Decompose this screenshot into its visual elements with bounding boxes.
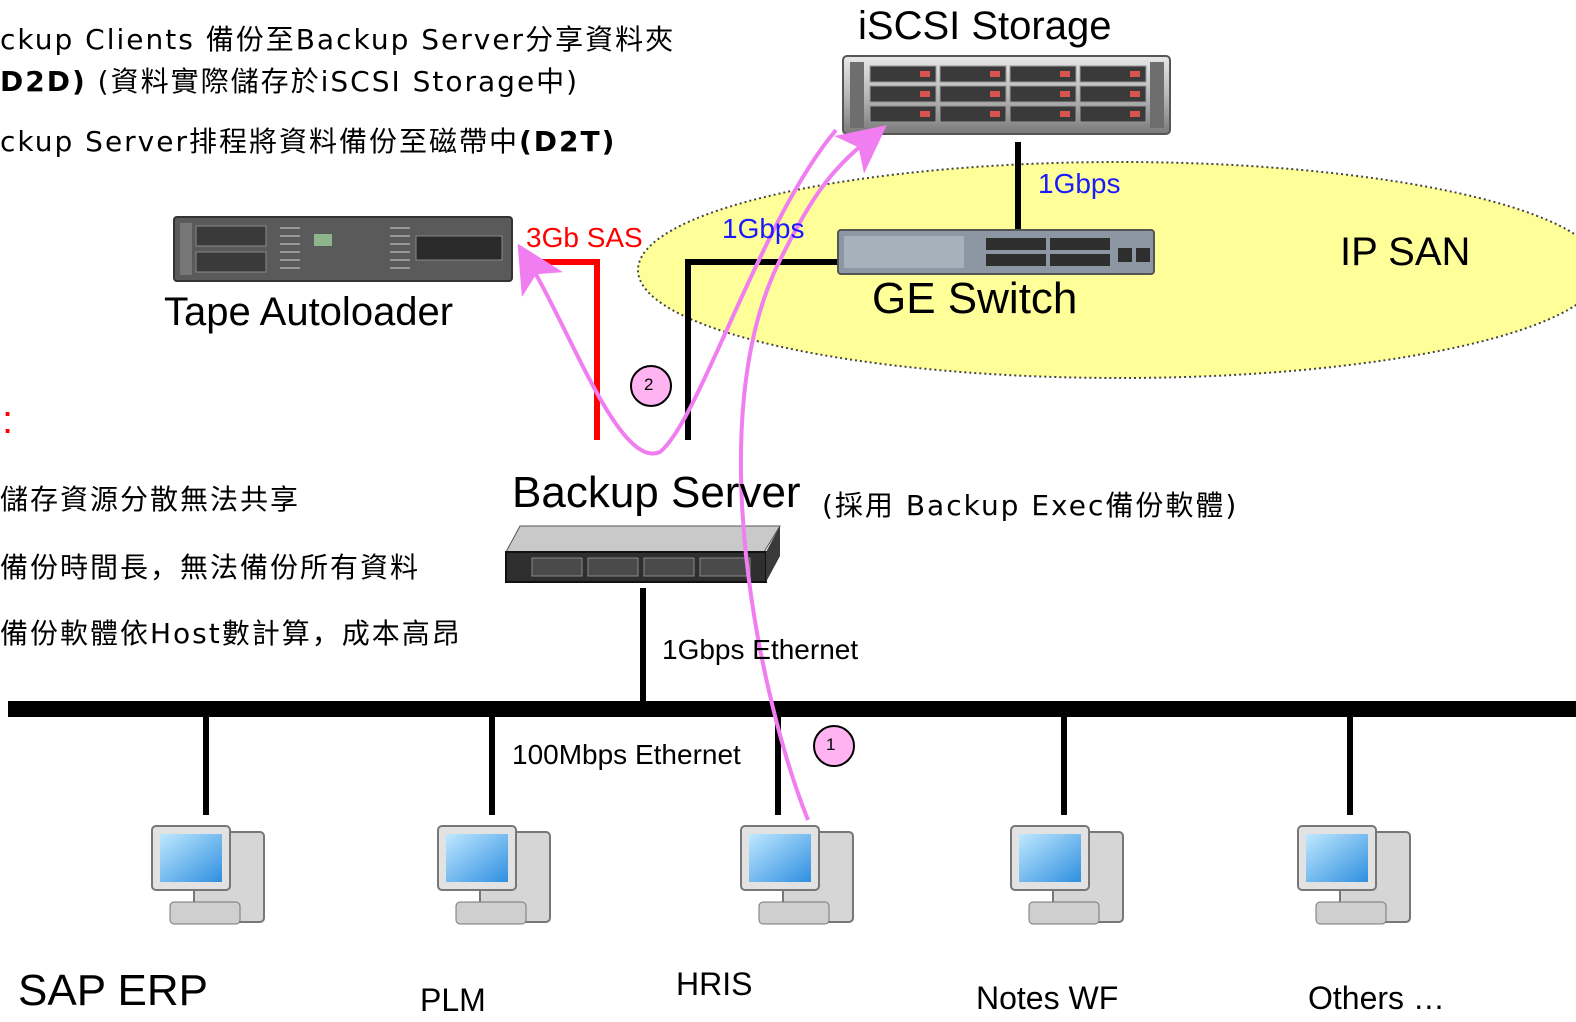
client-label-plm: PLM	[420, 982, 486, 1018]
ge-switch-label: GE Switch	[872, 274, 1078, 323]
note-line-2-bold: D2D)	[0, 65, 87, 98]
client-computer-icon-sap	[151, 825, 265, 925]
ethernet-bus	[8, 701, 1576, 717]
sas-link	[522, 259, 600, 440]
clients-lan-label: 100Mbps Ethernet	[512, 739, 741, 770]
issue-item-3: 備份軟體依Host數計算，成本高昂	[0, 617, 462, 650]
note-line-3-text: ckup Server排程將資料備份至磁帶中	[0, 125, 519, 158]
note-line-1: ckup Clients 備份至Backup Server分享資料夾	[0, 23, 676, 56]
client-computer-icon-notes	[1010, 825, 1124, 925]
flow-arrow-d2d	[738, 125, 887, 821]
note-line-2-text: (資料實際儲存於iSCSI Storage中)	[86, 65, 580, 98]
issue-item-2: 備份時間長，無法備份所有資料	[0, 551, 421, 584]
tape-autoloader-icon	[173, 216, 513, 282]
iscsi-storage-icon	[842, 55, 1171, 135]
client-computer-icon-plm	[437, 825, 551, 925]
ge-switch-icon	[837, 229, 1155, 275]
flow-arrow-d2t	[517, 128, 838, 456]
step-badge-1: 1	[826, 735, 836, 754]
client-computer-icon-others	[1297, 825, 1411, 925]
client-label-sap-erp: SAP ERP	[18, 966, 208, 1015]
sas-link-label: 3Gb SAS	[526, 222, 643, 253]
ip-san-label: IP SAN	[1340, 230, 1471, 274]
backup-server-label: Backup Server	[512, 468, 801, 517]
step-badge-2-circle	[630, 365, 672, 407]
issues-heading: :	[2, 398, 14, 442]
backup-server-note: (採用 Backup Exec備份軟體)	[822, 489, 1239, 522]
client-computer-icon-hris	[740, 825, 854, 925]
server-switch-speed-label: 1Gbps	[722, 213, 805, 244]
client-label-hris: HRIS	[676, 966, 753, 1002]
iscsi-storage-label: iSCSI Storage	[858, 4, 1112, 48]
note-line-3-bold: (D2T)	[519, 125, 617, 158]
step-badge-1-circle	[813, 725, 855, 767]
tape-autoloader-label: Tape Autoloader	[164, 290, 454, 334]
note-line-3: ckup Server排程將資料備份至磁帶中(D2T)	[0, 120, 616, 160]
step-badge-2: 2	[644, 375, 654, 394]
client-label-notes-wf: Notes WF	[976, 980, 1119, 1016]
issue-item-1: 儲存資源分散無法共享	[0, 483, 301, 516]
client-label-others: Others …	[1308, 980, 1445, 1016]
backup-server-icon	[505, 525, 781, 583]
storage-switch-speed-label: 1Gbps	[1038, 168, 1121, 199]
note-line-2: D2D) (資料實際儲存於iSCSI Storage中)	[0, 60, 579, 100]
server-lan-label: 1Gbps Ethernet	[662, 634, 859, 665]
server-switch-link	[685, 259, 842, 440]
